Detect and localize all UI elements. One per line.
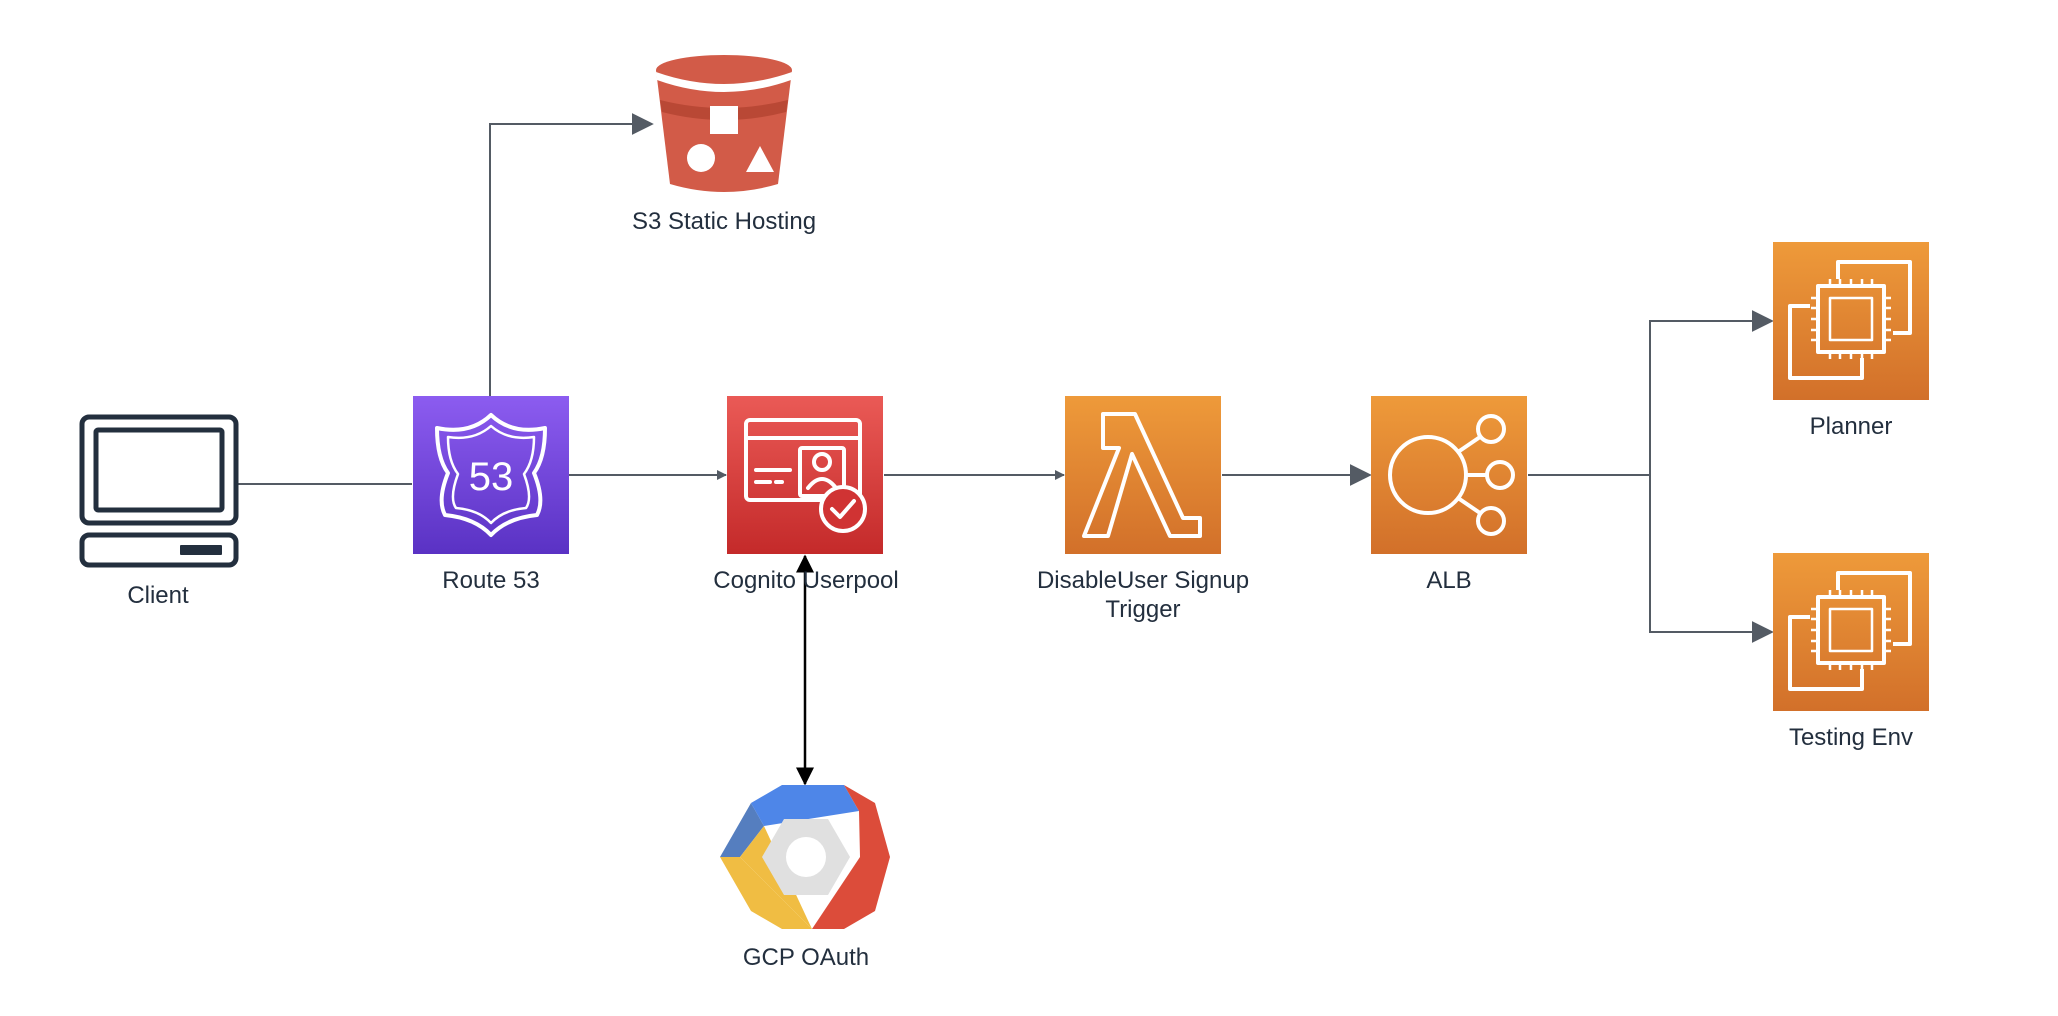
testing-tile bbox=[1773, 553, 1929, 711]
node-testing[interactable]: Testing Env bbox=[1773, 553, 1929, 751]
lambda-label-line2: Trigger bbox=[1105, 596, 1180, 623]
load-balancer-icon bbox=[1388, 414, 1515, 536]
cognito-identity-icon bbox=[744, 418, 867, 533]
node-lambda[interactable]: DisableUser Signup Trigger bbox=[1037, 396, 1249, 623]
edge-alb-planner bbox=[1528, 310, 1774, 476]
node-s3[interactable]: S3 Static Hosting bbox=[632, 55, 816, 235]
route53-label: Route 53 bbox=[442, 567, 539, 594]
edges bbox=[238, 113, 1774, 786]
node-cognito[interactable]: Cognito Userpool bbox=[713, 396, 899, 594]
planner-tile bbox=[1773, 242, 1929, 400]
gcp-label: GCP OAuth bbox=[743, 944, 869, 971]
gcp-hexagon-icon bbox=[720, 785, 890, 929]
edge-alb-testing bbox=[1649, 475, 1774, 643]
node-planner[interactable]: Planner bbox=[1773, 242, 1929, 440]
edge-route53-s3 bbox=[489, 113, 654, 396]
route53-shield-icon bbox=[435, 413, 547, 537]
s3-label: S3 Static Hosting bbox=[632, 208, 816, 235]
ec2-instance-icon bbox=[1788, 260, 1912, 380]
alb-label: ALB bbox=[1426, 567, 1471, 594]
planner-label: Planner bbox=[1810, 413, 1893, 440]
ec2-instance-icon bbox=[1788, 571, 1912, 691]
lambda-label-line1: DisableUser Signup bbox=[1037, 567, 1249, 594]
node-alb[interactable]: ALB bbox=[1371, 396, 1527, 594]
node-gcp[interactable]: GCP OAuth bbox=[720, 785, 890, 971]
route53-badge: 53 bbox=[469, 455, 514, 499]
testing-label: Testing Env bbox=[1789, 724, 1913, 751]
route53-tile bbox=[413, 396, 569, 554]
node-route53[interactable]: 53 Route 53 bbox=[413, 396, 569, 594]
node-client[interactable]: Client bbox=[79, 414, 239, 609]
lambda-icon bbox=[1082, 412, 1202, 538]
s3-bucket-icon bbox=[656, 55, 792, 192]
cognito-label: Cognito Userpool bbox=[713, 567, 898, 594]
computer-icon bbox=[79, 414, 239, 568]
client-label: Client bbox=[127, 582, 189, 609]
alb-tile bbox=[1371, 396, 1527, 554]
